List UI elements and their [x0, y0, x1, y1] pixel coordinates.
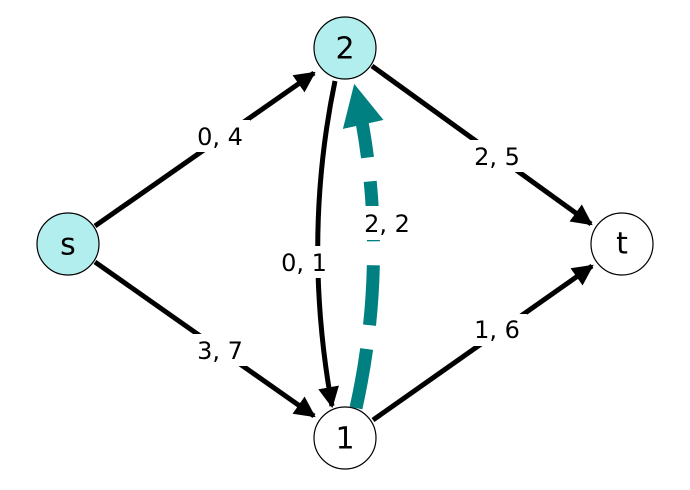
edge-line	[315, 80, 339, 409]
edge-label-text: 2, 5	[474, 143, 520, 171]
edge-label-text: 1, 6	[474, 316, 520, 344]
edge-label-s-2: 0, 4	[190, 120, 250, 152]
node-label: s	[60, 228, 76, 263]
highlighted-edge-line	[342, 83, 384, 410]
node-label: 2	[335, 32, 354, 67]
node-circle	[36, 212, 100, 276]
node-label: 1	[335, 422, 354, 457]
edge-label-2-t: 2, 5	[467, 140, 527, 172]
edge-label-text: 0, 4	[197, 123, 243, 151]
node-2: 2	[313, 16, 377, 80]
node-circle	[313, 16, 377, 80]
edge-label-text: 2, 2	[364, 210, 410, 238]
edge-2-to-1	[315, 80, 339, 409]
edge-label-2-1: 0, 1	[274, 246, 334, 278]
node-t: t	[590, 212, 654, 276]
node-1: 1	[313, 406, 377, 470]
node-s: s	[36, 212, 100, 276]
node-circle	[590, 212, 654, 276]
edge-label-s-1: 3, 7	[190, 334, 250, 366]
edge-label-text: 3, 7	[197, 337, 243, 365]
node-label: t	[616, 227, 628, 262]
edge-1-to-2-highlighted	[342, 83, 384, 410]
edge-label-1-2: 2, 2	[357, 206, 417, 240]
edge-label-text: 0, 1	[281, 249, 327, 277]
node-circle	[313, 406, 377, 470]
edge-label-1-t: 1, 6	[467, 314, 527, 346]
